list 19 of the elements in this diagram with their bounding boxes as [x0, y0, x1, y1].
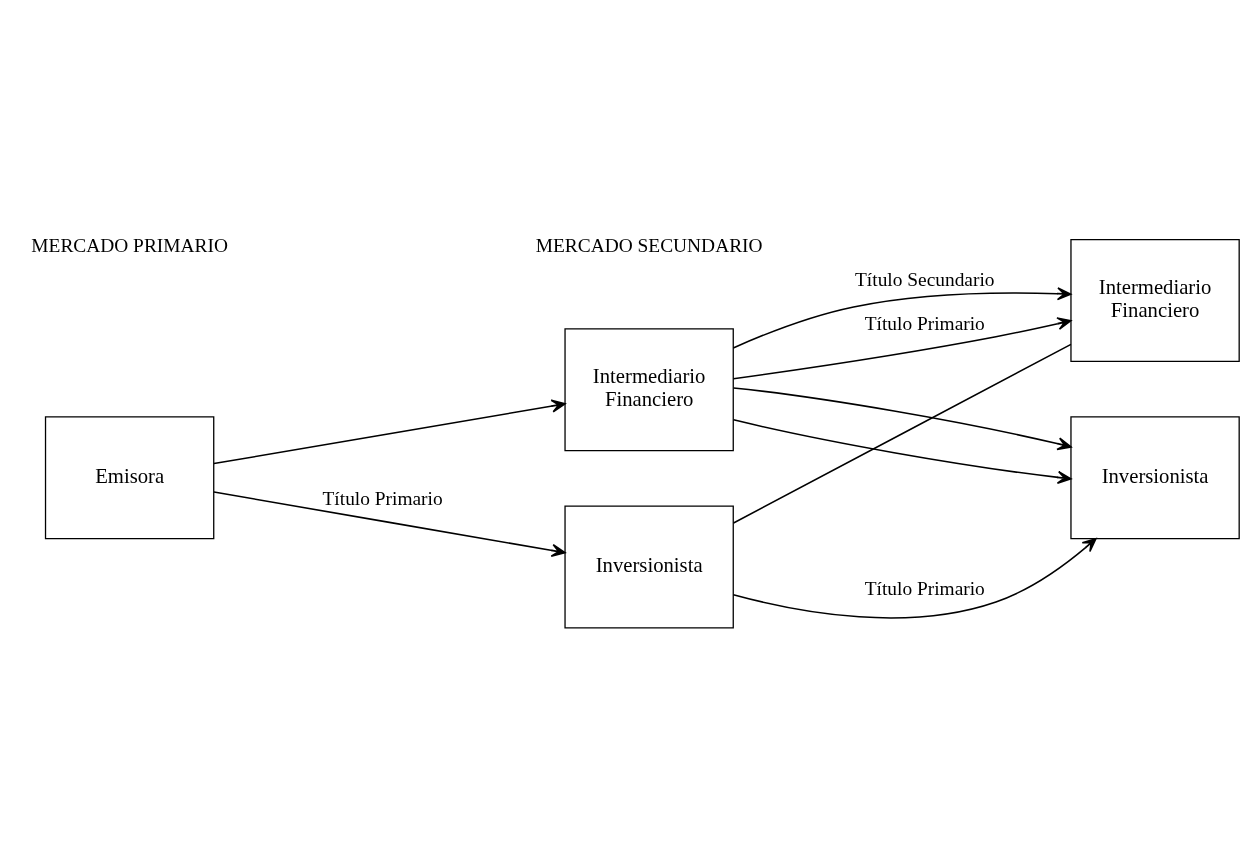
arrow — [732, 286, 1072, 349]
node-box: Intermediario Financiero — [1070, 238, 1240, 362]
arrow — [732, 537, 1097, 619]
node-box: Inversionista — [1070, 415, 1240, 539]
edge-label: Título Secundario — [855, 268, 995, 290]
node-box: Intermediario Financiero — [564, 327, 734, 451]
arrow — [732, 386, 1072, 450]
arrow — [732, 418, 1072, 484]
edge-label: Título Primario — [322, 487, 443, 509]
node-box: Inversionista — [564, 505, 734, 628]
label: MERCADO PRIMARIO — [31, 234, 228, 256]
arrow — [213, 399, 566, 464]
edge-label: Título Primario — [864, 577, 985, 599]
label: MERCADO SECUNDARIO — [535, 234, 763, 256]
arrow — [732, 316, 1072, 379]
arrow — [213, 490, 566, 557]
node-box: Emisora — [44, 415, 215, 539]
edge-label: Título Primario — [864, 312, 985, 334]
connector — [732, 343, 1072, 524]
